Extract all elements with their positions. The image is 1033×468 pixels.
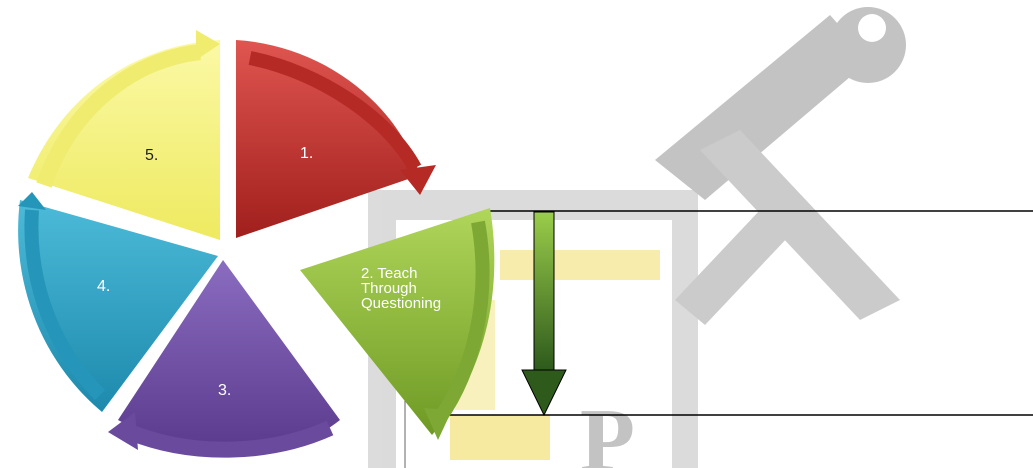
segment-2-label-line-1: 2. Teach [361,266,451,281]
watermark-accent-bottom [450,415,550,460]
cycle-segment-5: 5. [28,30,220,240]
segment-3-label: 3. [218,382,231,399]
segment-5-label: 5. [145,147,158,164]
segment-2-label: 2. Teach Through Questioning [361,266,451,311]
segment-1-label: 1. [300,145,313,162]
segment-2-label-line-3: Questioning [361,296,451,311]
segment-4-label: 4. [97,278,110,295]
wrench-notch [858,14,886,42]
watermark-accent-top [500,250,660,280]
watermark-letter: P [580,391,635,468]
segment-2-label-line-2: Through [361,281,451,296]
